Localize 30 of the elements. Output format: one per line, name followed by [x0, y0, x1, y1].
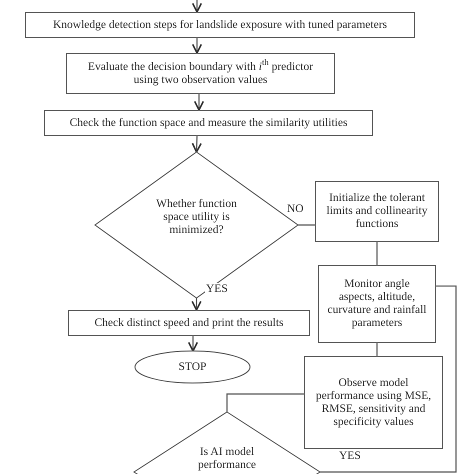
process-box — [315, 181, 439, 242]
process-box — [66, 53, 335, 94]
node-text: Observe model performance using MSE, RMSE, sensitivity and specificity values — [314, 376, 432, 428]
arrow — [192, 0, 202, 13]
arrow — [188, 336, 198, 352]
node-text: Knowledge detection steps for landslide exposure with tuned parameters — [52, 18, 388, 32]
node-text: Check the function space and measure the similarity utilities — [70, 116, 348, 130]
node-text: STOP — [178, 360, 206, 374]
process-box — [68, 310, 310, 336]
edge-label: NO — [286, 203, 305, 216]
terminal-ellipse — [135, 351, 250, 383]
node-text: Whether function space utility is minimized? — [155, 198, 238, 237]
connector-line — [226, 393, 304, 412]
process-box — [25, 12, 415, 38]
node-text: Is AI model performance — [196, 446, 258, 472]
node-text: Monitor angle aspects, altitude, curvature and rainfall parameters — [327, 278, 427, 330]
connector-line — [376, 343, 378, 356]
process-box — [44, 110, 373, 136]
connector-line — [320, 285, 457, 473]
node-text: Check distinct speed and print the results — [94, 316, 284, 330]
node-text: Initialize the tolerant limits and collinearity functions — [326, 192, 428, 231]
process-box — [304, 356, 443, 449]
node-text: Evaluate the decision boundary with i$^{th}$ predictor using two observation values — [86, 60, 314, 86]
connector-line — [376, 242, 378, 265]
arrow — [194, 94, 204, 111]
arrow — [192, 136, 202, 153]
arrow — [192, 38, 202, 54]
arrow — [191, 298, 202, 311]
connector-line — [298, 224, 315, 226]
process-box — [318, 265, 436, 343]
